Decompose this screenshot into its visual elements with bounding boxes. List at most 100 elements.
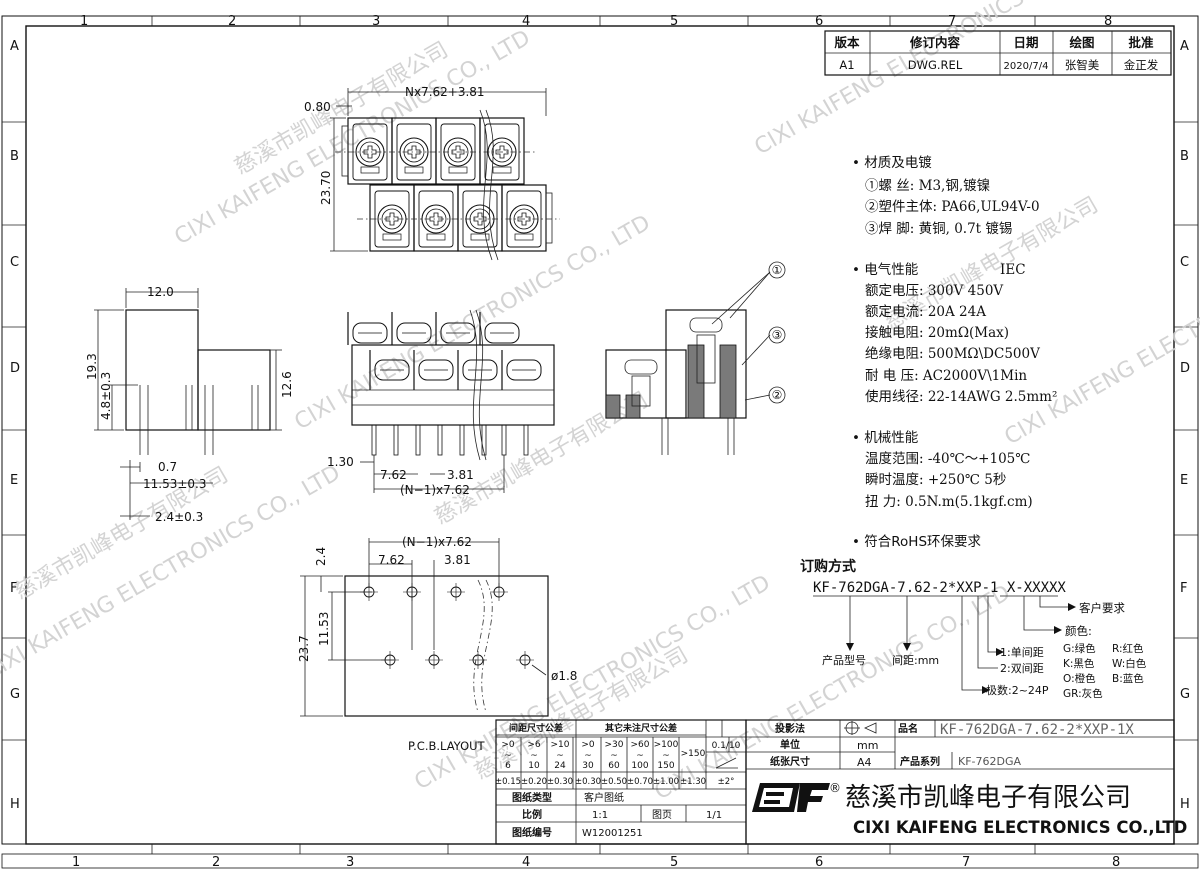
dim-pcb-24: 2.4: [314, 547, 328, 566]
rev-content: DWG.REL: [908, 58, 963, 72]
tol-range: 150: [657, 761, 674, 771]
col-label: 6: [815, 14, 823, 29]
row-label: C: [1180, 255, 1189, 270]
company-name-cn: 慈溪市凯峰电子有限公司: [845, 783, 1131, 813]
spec-electrical-line: 使用线径: 22-14AWG 2.5mm²: [865, 388, 1057, 405]
order-spacing: 1:单间距: [1000, 646, 1044, 659]
col-label: 6: [815, 855, 823, 870]
order-color: B:蓝色: [1112, 672, 1144, 685]
page-number: 1/1: [706, 810, 722, 821]
company-logo-icon: ®: [752, 781, 841, 812]
company-name-en: CIXI KAIFENG ELECTRONICS CO.,LTD: [853, 818, 1187, 837]
watermark-en: CIXI KAIFENG ELECTRONICS CO., LTD: [751, 0, 1115, 160]
dim-pcb-hole: ø1.8: [551, 669, 577, 683]
series-label: 产品系列: [900, 755, 940, 768]
tol-range: 6: [505, 761, 511, 771]
row-label: H: [10, 797, 20, 812]
tol-range: >6: [527, 740, 541, 750]
order-spacing: 2:双间距: [1000, 662, 1044, 675]
tol-value: ±0.30: [575, 777, 601, 787]
paper-label: 纸张尺寸: [770, 755, 810, 768]
row-label: B: [1180, 149, 1189, 164]
order-color: O:橙色: [1063, 672, 1096, 685]
tol-label: 图纸类型: [512, 791, 552, 804]
dim-pcb-381: 3.81: [444, 553, 471, 567]
row-label: F: [1180, 581, 1187, 596]
solder-pin: [523, 424, 529, 456]
screw-cross-icon: [495, 145, 509, 159]
order-title: 订购方式: [800, 558, 856, 575]
row-label: F: [10, 581, 17, 596]
tol-range: >0: [501, 740, 515, 750]
row-label: D: [1180, 361, 1190, 376]
title-block: 投影法 单位 纸张尺寸 品名 产品系列 mm A4 KF-762DGA-7.62…: [745, 719, 1187, 845]
rev-header: 绘图: [1069, 35, 1094, 50]
tol-range: >0: [581, 740, 595, 750]
spec-electrical-line: 额定电流: 20A 24A: [865, 304, 986, 320]
wire-entry: [404, 166, 424, 174]
solder-pin: [459, 424, 465, 456]
drawing-scale: 1:1: [592, 810, 608, 821]
screw-cross-icon: [385, 212, 399, 226]
screw-head-icon: [418, 359, 454, 381]
tol-tilde: ~: [584, 751, 592, 761]
screw-head-icon: [462, 359, 498, 381]
spec-mechanical-line: 温度范围: -40℃～+105℃: [865, 451, 1030, 467]
screw-head-icon: [374, 359, 410, 381]
order-color: K:黑色: [1063, 657, 1095, 670]
tol-tilde: ~: [610, 751, 618, 761]
tol-range: >100: [654, 740, 679, 750]
spec-mechanical-line: 瞬时温度: +250℃ 5秒: [865, 472, 1006, 488]
spec-electrical-line: 耐 电 压: AC2000V\1Min: [865, 368, 1027, 384]
spec-rohs: • 符合RoHS环保要求: [852, 534, 982, 550]
tol-tilde: ~: [530, 751, 538, 761]
border-ticks: [2, 16, 1198, 854]
dim-side-right: 12.6: [280, 371, 294, 398]
tolerance-table: 间距尺寸公差 其它未注尺寸公差 >0 >6 >10 >0 >30 >60 >10…: [495, 719, 747, 845]
wire-entry: [426, 233, 446, 241]
tol-range: 60: [608, 761, 620, 771]
row-label: C: [10, 255, 19, 270]
order-product-model: 产品型号: [822, 653, 866, 667]
watermark-en: CIXI KAIFENG ELECTRONICS CO., LTD: [291, 210, 655, 435]
tol-range: 100: [631, 761, 648, 771]
col-label: 3: [372, 14, 380, 29]
watermark-en: CIXI KAIFENG ELECTRONICS CO., LTD: [1001, 225, 1200, 450]
col-label: 8: [1104, 14, 1112, 29]
spec-mechanical-title: • 机械性能: [852, 430, 918, 446]
top-view: Nx7.62+3.81 0.80 23.70: [304, 85, 560, 261]
tol-range: 10: [528, 761, 540, 771]
paper-value: A4: [857, 756, 872, 769]
tol-angle-label: 0.1/10: [712, 741, 741, 751]
dim-pcb-762: 7.62: [378, 553, 405, 567]
screw-cross-icon: [517, 212, 531, 226]
tol-tilde: ~: [636, 751, 644, 761]
wire-entry: [360, 166, 380, 174]
tol-value: ±0.15: [495, 777, 521, 787]
screw-head-icon: [399, 137, 429, 167]
col-label: 1: [72, 855, 80, 870]
pcb-label: P.C.B.LAYOUT: [408, 739, 486, 753]
tol-label: 图纸编号: [512, 826, 552, 839]
projection-label: 投影法: [775, 722, 805, 735]
rev-header: 修订内容: [909, 35, 961, 50]
specifications: • 材质及电镀 ①螺 丝: M3,钢,镀镍 ②塑件主体: PA66,UL94V-…: [852, 154, 1057, 550]
tol-range: 30: [582, 761, 594, 771]
rev-approved-by: 金正发: [1124, 58, 1159, 72]
side-view: 12.0 19.3 4.8±0.3 12.6 0.7 11.53±0.3 2.4…: [85, 285, 294, 524]
tol-value: ±0.70: [627, 777, 653, 787]
spec-material-line: ③焊 脚: 黄铜, 0.7t 镀锡: [865, 220, 1012, 237]
order-color: G:绿色: [1063, 642, 1096, 655]
border-row-labels: A B C D E F G H A B C D E F G H: [10, 39, 1190, 812]
wire-entry: [492, 166, 512, 174]
col-label: 7: [962, 855, 970, 870]
product-name: KF-762DGA-7.62-2*XXP-1X: [940, 722, 1134, 738]
spec-electrical-line: 额定电压: 300V 450V: [865, 283, 1003, 299]
dim-front-381: 3.81: [447, 468, 474, 482]
screw-cross-icon: [363, 145, 377, 159]
solder-pin: [415, 424, 421, 456]
unit-label: 单位: [780, 738, 800, 751]
drawing-type: 客户图纸: [584, 791, 624, 804]
tol-label: 比例: [522, 808, 542, 821]
